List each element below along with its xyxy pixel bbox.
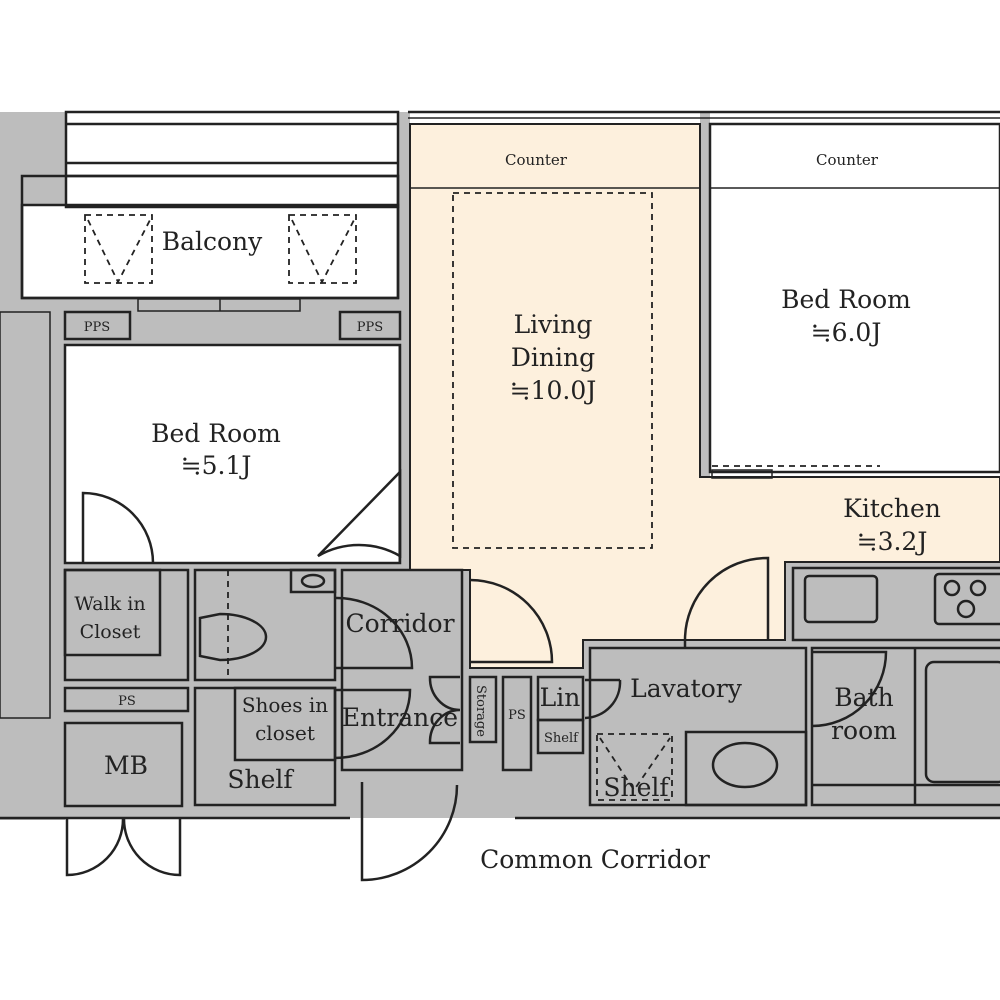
kitchen-sink-icon — [803, 574, 879, 624]
toilet-icon — [198, 612, 268, 662]
counter-right-label: Counter — [816, 151, 879, 169]
lavatory-label: Lavatory — [630, 674, 743, 703]
bedroom-5-1: Bed Room ≒5.1J — [63, 343, 402, 565]
counter-left-label: Counter — [505, 151, 568, 169]
bedroom2-label: Bed Room — [781, 285, 911, 314]
pps-left-label: PPS — [84, 320, 110, 335]
shelf-label: Shelf — [227, 765, 294, 794]
door[interactable] — [469, 578, 554, 664]
lavatory-shelf-label: Shelf — [603, 773, 670, 802]
lin-label: Lin — [540, 683, 581, 712]
toilet-room — [193, 568, 337, 682]
room-label: room — [831, 716, 897, 745]
storage-label: Storage — [473, 685, 488, 737]
living-size: ≒10.0J — [510, 376, 597, 405]
living-label: Living — [514, 310, 593, 339]
lavatory: Lavatory Shelf — [584, 646, 808, 807]
bedroom2-size: ≒6.0J — [811, 318, 882, 347]
door[interactable] — [317, 468, 402, 559]
corridor-label: Corridor — [345, 609, 454, 638]
entrance-door[interactable] — [360, 782, 459, 882]
sink-icon — [711, 741, 779, 789]
ps-mid-label: PS — [508, 708, 526, 723]
bathroom: Bath room — [810, 646, 1000, 807]
bedroom-6-0: Counter Bed Room ≒6.0J — [708, 122, 1000, 479]
common-corridor-label: Common Corridor — [480, 845, 710, 874]
balcony: Balcony — [20, 110, 400, 312]
door[interactable] — [81, 491, 155, 564]
door[interactable] — [683, 556, 770, 648]
entrance-label: Entrance — [342, 703, 458, 732]
dining-label: Dining — [511, 343, 595, 372]
bedroom1-size: ≒5.1J — [181, 451, 252, 480]
kitchen-size: ≒3.2J — [857, 527, 928, 556]
mb-label: MB — [104, 751, 148, 780]
walkin-label: Walk in — [74, 593, 145, 615]
shoes-label: Shoes in — [242, 693, 328, 717]
lin-shelf-label: Shelf — [544, 731, 579, 746]
closet-label: Closet — [80, 621, 141, 643]
closet-label-2: closet — [255, 721, 315, 745]
bedroom1-label: Bed Room — [151, 419, 281, 448]
balcony-label: Balcony — [162, 227, 263, 256]
walls — [0, 112, 1000, 820]
living-dining: Counter Living Dining ≒10.0J Kitchen ≒3.… — [408, 110, 1000, 669]
stove-icon — [933, 572, 1000, 626]
kitchen-label: Kitchen — [843, 494, 941, 523]
corridor-entrance: Corridor Entrance — [334, 568, 464, 882]
ps-left-label: PS — [118, 694, 136, 709]
bath-label: Bath — [834, 683, 893, 712]
bathtub-icon — [924, 660, 1000, 784]
pps-right-label: PPS — [357, 320, 383, 335]
